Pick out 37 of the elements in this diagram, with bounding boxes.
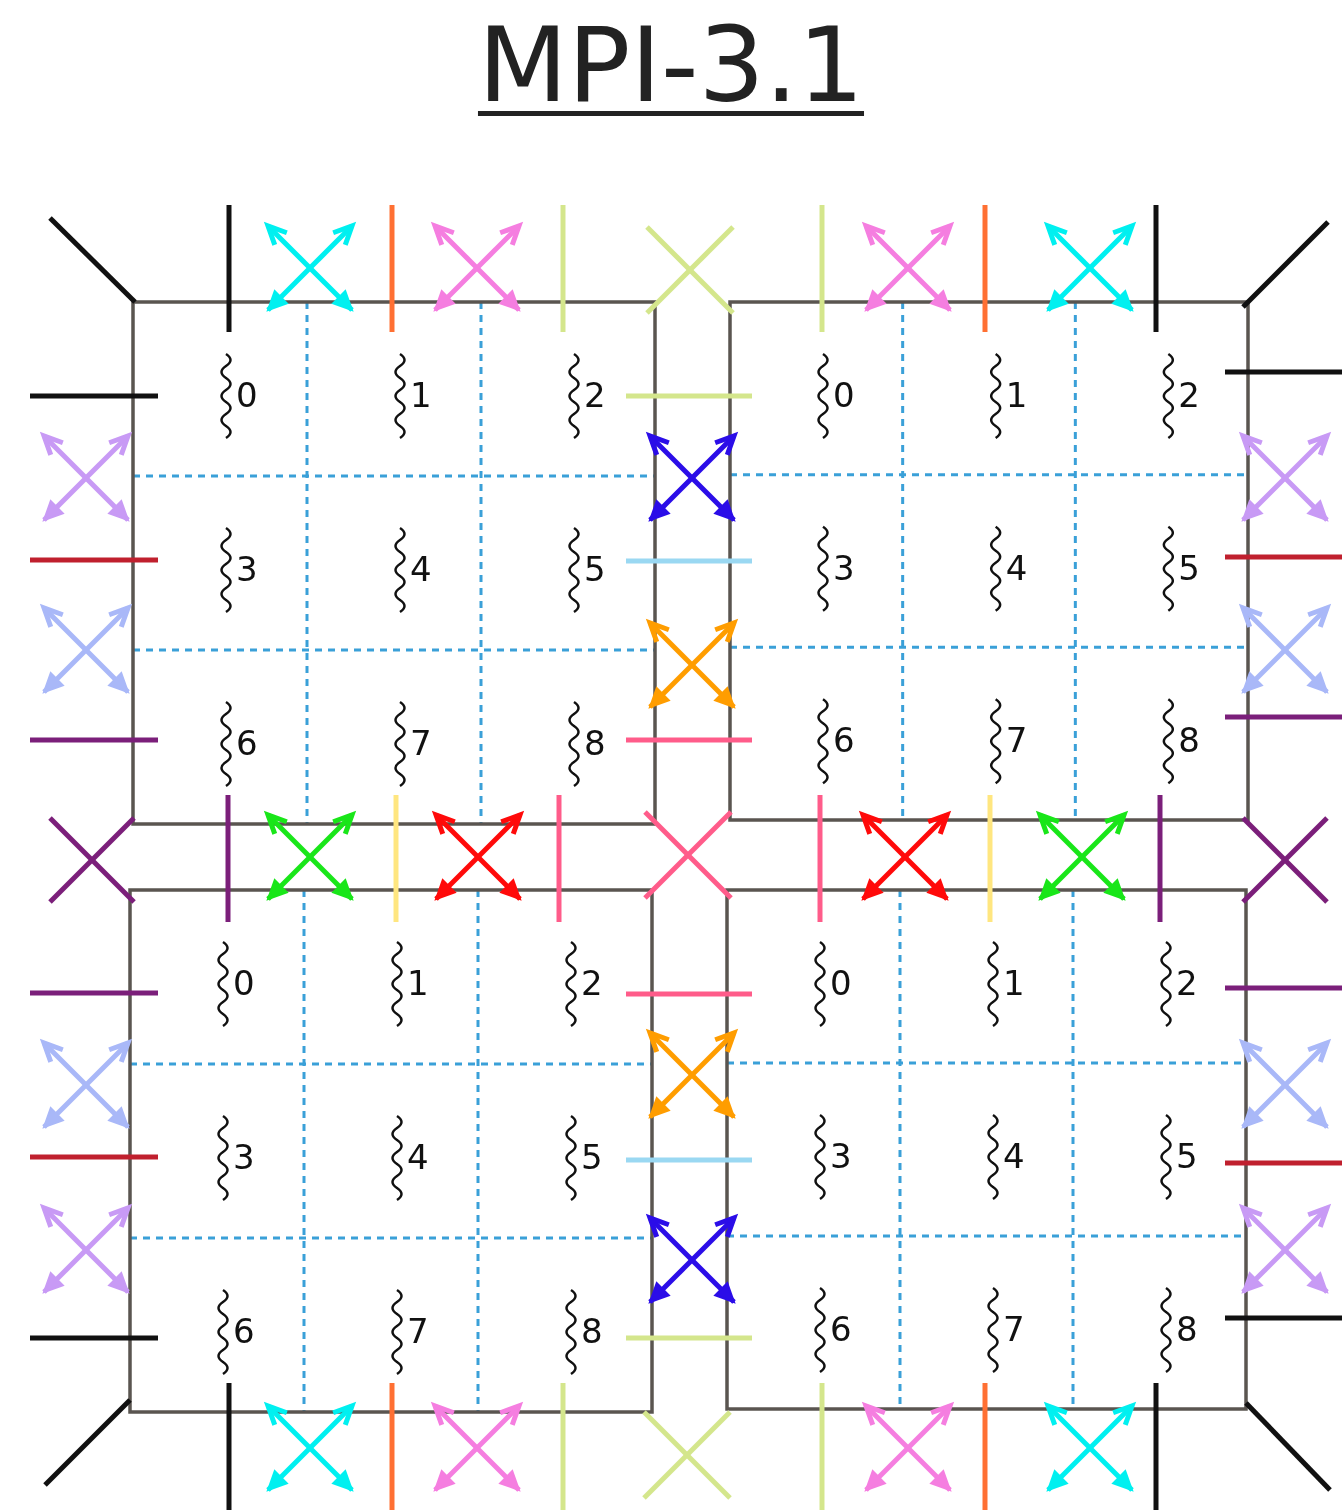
thread-number: 6 bbox=[830, 1312, 852, 1346]
thread-number: 6 bbox=[233, 1314, 255, 1348]
thread-number: 8 bbox=[1176, 1312, 1198, 1346]
thread-number: 1 bbox=[407, 966, 429, 1000]
thread-number: 7 bbox=[1005, 723, 1028, 758]
thread-number: 7 bbox=[410, 726, 432, 760]
thread-number: 5 bbox=[1178, 550, 1200, 585]
thread-number: 2 bbox=[1178, 378, 1200, 412]
thread-number: 4 bbox=[1005, 550, 1028, 585]
thread-number: 3 bbox=[233, 1140, 255, 1174]
thread-number: 1 bbox=[410, 378, 432, 412]
thread-number: 3 bbox=[833, 550, 855, 585]
thread-number: 2 bbox=[581, 966, 603, 1000]
thread-number: 5 bbox=[584, 552, 606, 586]
thread-number: 7 bbox=[407, 1314, 429, 1348]
thread-number: 8 bbox=[1178, 723, 1200, 758]
thread-number: 3 bbox=[236, 552, 258, 586]
title: MPI-3.1 bbox=[477, 4, 864, 126]
thread-number: 2 bbox=[1176, 966, 1198, 1000]
thread-number: 0 bbox=[236, 378, 258, 412]
thread-number: 7 bbox=[1003, 1312, 1025, 1346]
thread-number: 1 bbox=[1003, 966, 1025, 1000]
thread-number: 0 bbox=[233, 966, 255, 1000]
thread-number: 0 bbox=[830, 966, 852, 1000]
thread-number: 2 bbox=[584, 378, 606, 412]
thread-number: 4 bbox=[1003, 1139, 1025, 1173]
thread-number: 5 bbox=[1176, 1139, 1198, 1173]
thread-number: 3 bbox=[830, 1139, 852, 1173]
thread-number: 8 bbox=[581, 1314, 603, 1348]
thread-number: 1 bbox=[1005, 378, 1028, 412]
thread-number: 0 bbox=[833, 378, 855, 412]
thread-number: 8 bbox=[584, 726, 606, 760]
thread-number: 5 bbox=[581, 1140, 603, 1174]
thread-number: 6 bbox=[833, 723, 855, 758]
thread-number: 4 bbox=[407, 1140, 429, 1174]
thread-number: 4 bbox=[410, 552, 432, 586]
thread-number: 6 bbox=[236, 726, 258, 760]
